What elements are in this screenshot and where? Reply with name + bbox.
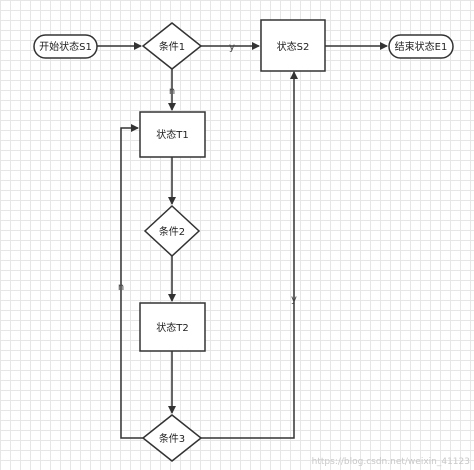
condition-3-node: [141, 414, 203, 462]
condition-1-label: 条件1: [159, 40, 185, 53]
edge-cond3-to-s2: [201, 71, 298, 439]
condition-1-node: [141, 22, 203, 70]
state-t2-node: [139, 302, 206, 352]
cond1-no-label: n: [169, 86, 175, 97]
state-t2-label: 状态T2: [156, 321, 188, 334]
start-node: [33, 34, 98, 59]
condition-2-label: 条件2: [159, 225, 185, 238]
cond1-yes-label: y: [229, 42, 235, 53]
cond3-yes-label: y: [291, 294, 297, 305]
end-node: [388, 34, 454, 59]
condition-2-node: [143, 204, 201, 258]
state-s2-label: 状态S2: [277, 40, 310, 53]
state-t1-node: [139, 111, 206, 158]
condition-3-label: 条件3: [159, 432, 185, 445]
end-label: 结束状态E1: [395, 40, 448, 53]
state-t1-label: 状态T1: [156, 128, 188, 141]
edge-cond3-to-t1-loop: [120, 124, 143, 439]
watermark: https://blog.csdn.net/weixin_41123: [312, 457, 470, 467]
start-label: 开始状态S1: [39, 40, 92, 53]
state-s2-node: [260, 19, 326, 72]
cond3-no-label: n: [118, 282, 124, 293]
